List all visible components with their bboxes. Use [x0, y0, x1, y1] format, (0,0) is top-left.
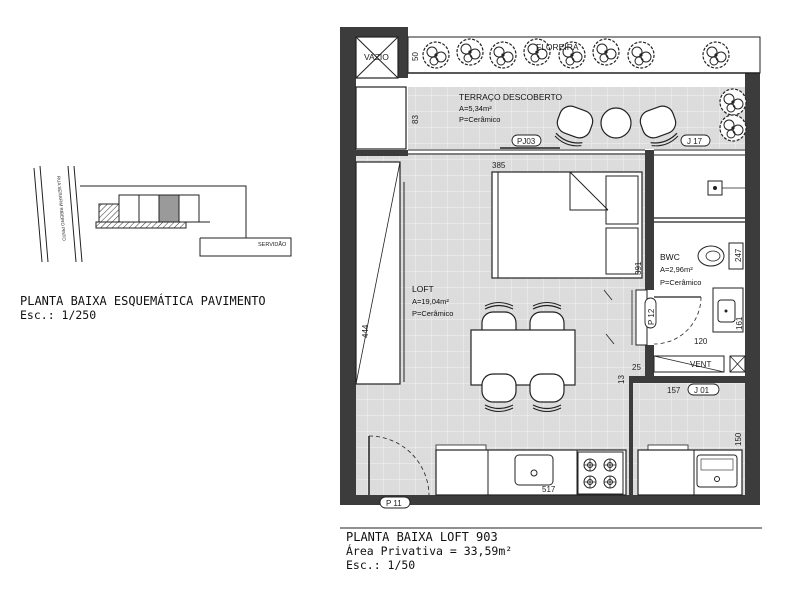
- svg-text:PJ03: PJ03: [517, 137, 536, 146]
- plan-scale: Esc.: 1/50: [346, 558, 416, 572]
- terrace-table: [600, 107, 632, 139]
- svg-text:J 17: J 17: [687, 137, 703, 146]
- terrace: 83 TERRAÇO DESCOBERTO A=5,34m² P=Cerâmic…: [355, 86, 745, 156]
- bathroom-sink: [712, 287, 744, 333]
- key-plan-scale: Esc.: 1/250: [20, 308, 97, 322]
- void-label: VAZIO: [364, 52, 389, 62]
- laundry: 150: [637, 432, 743, 496]
- dim-13: 13: [617, 375, 626, 384]
- dim-391: 391: [634, 261, 643, 275]
- terrace-bench: [355, 86, 407, 150]
- terrace-name: TERRAÇO DESCOBERTO: [459, 92, 563, 102]
- tag-p11: P 11: [379, 496, 411, 509]
- tag-pj03: PJ03: [511, 134, 542, 147]
- bed: [491, 171, 643, 279]
- walls: [340, 27, 760, 505]
- bathroom: BWC A=2,96m² P=Cerâmico 247 161 P 1: [631, 180, 745, 346]
- loft-plan: VAZIO FLOREIRA 50 83 TERRAÇO DESCOBERTO …: [340, 27, 762, 529]
- planter: FLOREIRA: [407, 36, 761, 142]
- key-plan-easement-label: SERVIDÃO: [258, 241, 287, 248]
- kitchen: 517 P 11: [368, 435, 627, 509]
- loft-finish: P=Cerâmico: [412, 309, 453, 318]
- laundry-tank: [696, 454, 738, 488]
- bathroom-name: BWC: [660, 252, 680, 262]
- svg-text:J 01: J 01: [694, 386, 710, 395]
- loft-area: A=19,04m²: [412, 297, 449, 306]
- key-plan: RUA SERAFIM RIBEIRO PINTO SERVIDÃO: [33, 165, 292, 263]
- dim-444: 444: [361, 324, 370, 338]
- dim-247: 247: [734, 248, 743, 262]
- cooktop: [577, 451, 624, 495]
- dim-517: 517: [542, 485, 556, 494]
- plan-private-area: Área Privativa = 33,59m²: [346, 544, 513, 558]
- bathroom-area: A=2,96m²: [660, 265, 693, 274]
- loft: 444 385 391 LOFT A=19,04m² P=Cerâmico: [355, 161, 643, 413]
- dim-120: 120: [694, 337, 708, 346]
- key-plan-building: [95, 194, 200, 229]
- bathroom-finish: P=Cerâmico: [660, 278, 701, 287]
- dim-161: 161: [735, 316, 744, 330]
- svg-text:P 11: P 11: [386, 499, 402, 508]
- dim-157: 157: [667, 386, 681, 395]
- loft-name: LOFT: [412, 284, 434, 294]
- svg-text:P 12: P 12: [647, 308, 656, 325]
- tag-j17: J 17: [680, 134, 711, 147]
- key-plan-street-label: RUA SERAFIM RIBEIRO PINTO: [56, 176, 67, 242]
- dim-25: 25: [632, 363, 641, 372]
- vent-strip: VENT 25 13 157 J 01: [617, 355, 746, 396]
- planter-label: FLOREIRA: [536, 42, 579, 52]
- plan-title: PLANTA BAIXA LOFT 903: [346, 530, 498, 544]
- void-shaft: VAZIO: [355, 36, 399, 79]
- vent-label: VENT: [690, 360, 711, 369]
- tag-j01: J 01: [687, 383, 720, 396]
- tag-p12: P 12: [644, 297, 657, 329]
- dim-83: 83: [411, 115, 420, 124]
- key-plan-street: [33, 165, 83, 263]
- toilet: [697, 242, 744, 270]
- dim-50: 50: [411, 52, 420, 61]
- dim-150: 150: [734, 432, 743, 446]
- dim-385: 385: [492, 161, 506, 170]
- terrace-finish: P=Cerâmico: [459, 115, 500, 124]
- key-plan-title: PLANTA BAIXA ESQUEMÁTICA PAVIMENTO: [20, 294, 266, 308]
- terrace-area: A=5,34m²: [459, 104, 492, 113]
